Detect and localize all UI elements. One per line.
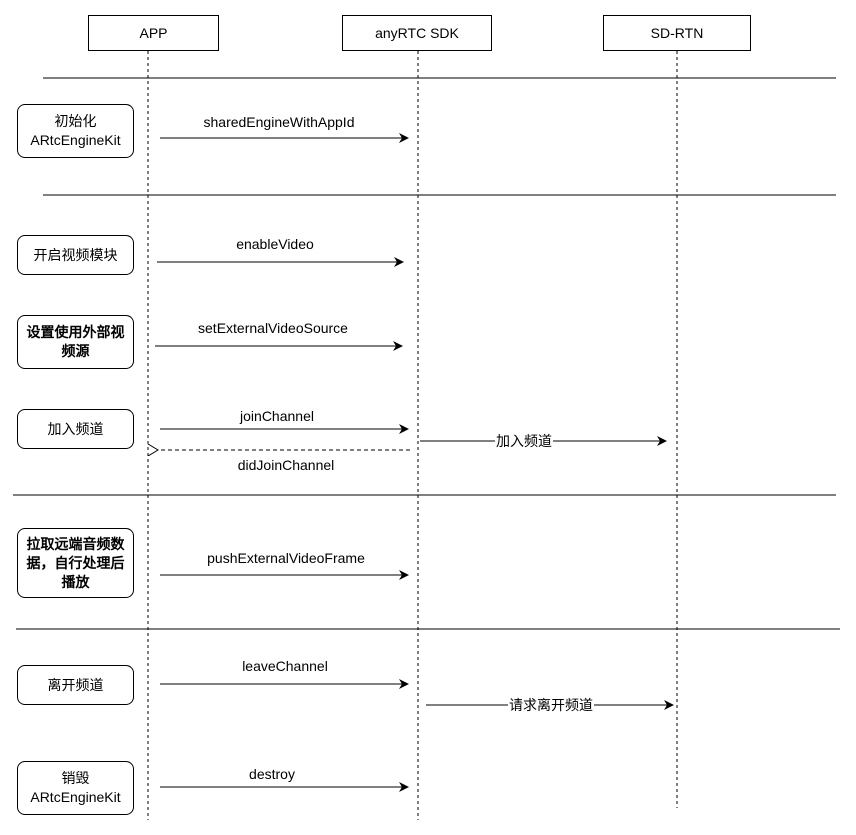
step-destroy-engine: 销毁 ARtcEngineKit [17, 761, 134, 815]
label-did-join: didJoinChannel [237, 457, 335, 473]
label-join-rtn: 加入频道 [495, 431, 553, 451]
label-shared-engine: sharedEngineWithAppId [203, 114, 355, 130]
participant-sd-rtn: SD-RTN [603, 15, 751, 51]
label-enable-video: enableVideo [236, 236, 314, 252]
step-set-external-source: 设置使用外部视 频源 [17, 315, 134, 369]
label-push-frame: pushExternalVideoFrame [207, 550, 365, 566]
label-leave-channel: leaveChannel [242, 658, 328, 674]
participant-app: APP [88, 15, 219, 51]
label-destroy: destroy [249, 766, 295, 782]
step-pull-remote-audio: 拉取远端音频数 据，自行处理后 播放 [17, 528, 134, 598]
label-join-channel: joinChannel [240, 408, 314, 424]
step-enable-video: 开启视频模块 [17, 235, 134, 275]
step-leave-channel: 离开频道 [17, 665, 134, 705]
step-join-channel: 加入频道 [17, 409, 134, 449]
step-init-engine: 初始化 ARtcEngineKit [17, 104, 134, 158]
label-leave-rtn: 请求离开频道 [508, 695, 594, 715]
participant-anyrtc-sdk: anyRTC SDK [342, 15, 492, 51]
label-set-external: setExternalVideoSource [198, 320, 348, 336]
